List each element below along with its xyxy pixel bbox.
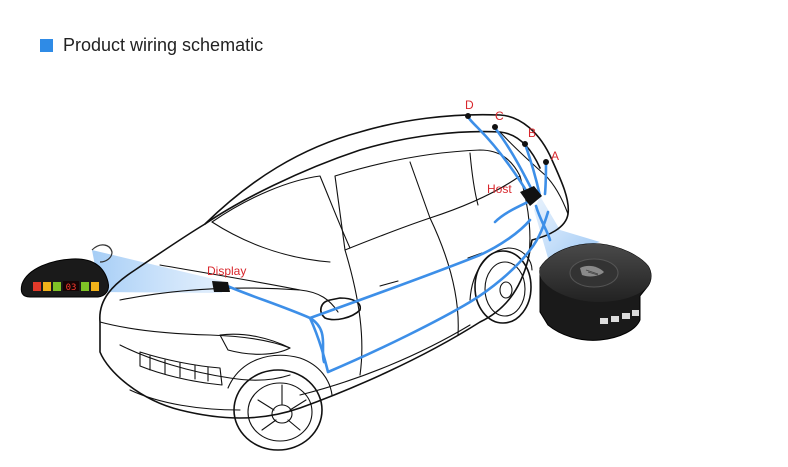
sensor-a-label: A — [551, 149, 559, 163]
host-module-on-car — [520, 186, 542, 206]
wiring-harness — [223, 114, 552, 374]
section-header: Product wiring schematic — [40, 34, 263, 56]
display-callout-beam — [92, 250, 222, 293]
sensor-d-label: D — [465, 98, 474, 112]
host-module-box — [539, 243, 652, 341]
sensor-c-label: C — [495, 109, 504, 123]
host-callout-beam — [534, 196, 600, 258]
display-readout: 03 — [66, 283, 77, 293]
display-label: Display — [207, 264, 246, 278]
sensor-a-marker — [543, 159, 549, 165]
sensor-b-marker — [522, 141, 528, 147]
sensor-d-marker — [465, 113, 471, 119]
sensor-b-label: B — [528, 126, 536, 140]
host-label: Host — [487, 182, 512, 196]
display-unit-on-dash — [212, 281, 230, 292]
page-title: Product wiring schematic — [63, 34, 264, 55]
sensor-c-marker — [492, 124, 498, 130]
header-bullet-icon — [40, 38, 53, 52]
led-display-unit: 03 — [20, 244, 113, 298]
